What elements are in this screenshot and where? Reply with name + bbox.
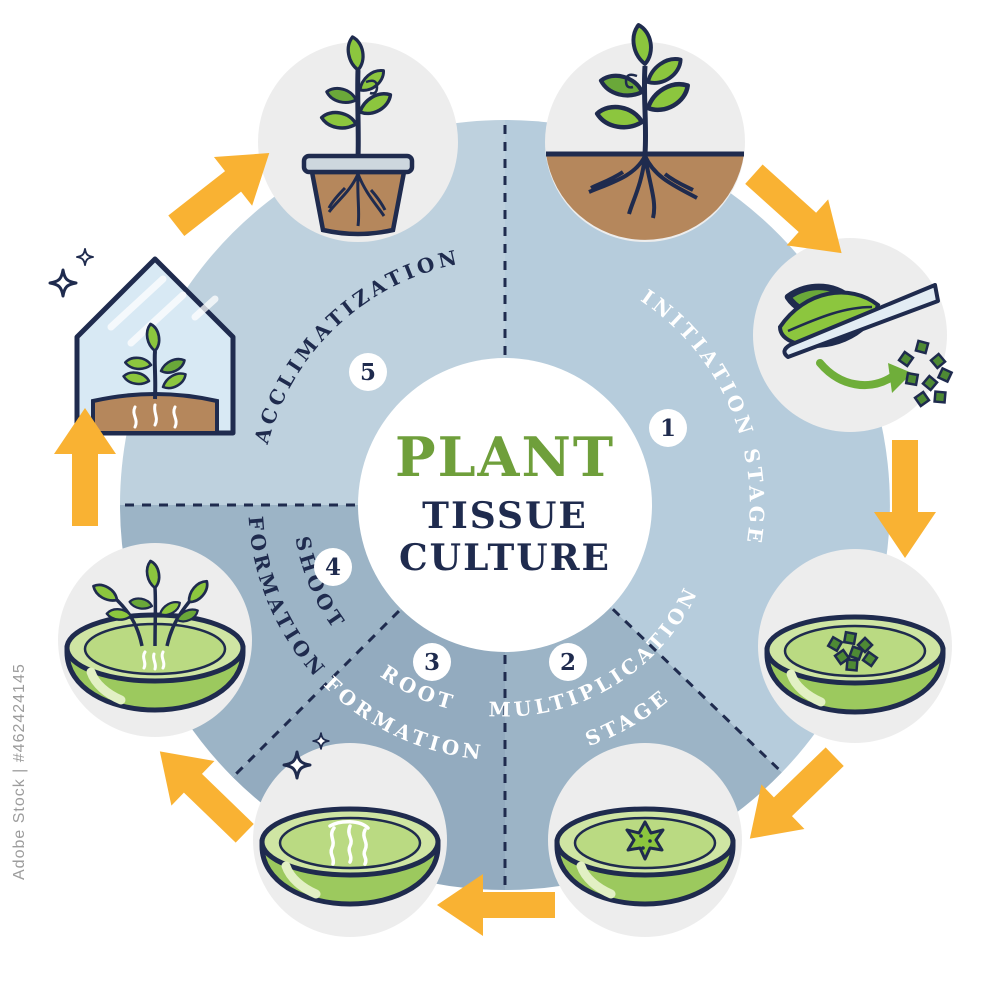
plant-stem xyxy=(641,65,649,155)
icon-callus-petri-dish xyxy=(548,743,742,937)
badge-2-number: 2 xyxy=(560,649,576,676)
plant-tendril xyxy=(365,79,379,95)
badge-5-number: 5 xyxy=(360,359,376,386)
badge-3-number: 3 xyxy=(424,649,440,676)
plant-stem xyxy=(355,69,361,159)
explant-pieces xyxy=(826,630,879,672)
roots-on-media xyxy=(142,650,166,671)
stock-watermark: Adobe Stock | #462424145 xyxy=(11,663,28,880)
stage-number-badges: 1 2 3 4 5 xyxy=(314,353,687,681)
badge-4: 4 xyxy=(314,548,352,586)
icon-greenhouse xyxy=(48,248,236,436)
cut-arrow xyxy=(816,359,896,390)
cut-arrow-head xyxy=(888,363,912,393)
badge-1: 1 xyxy=(649,409,687,447)
glass-reflections xyxy=(107,275,219,347)
roots xyxy=(588,155,698,219)
leaf-vein xyxy=(787,305,873,333)
center-title: PLANT TISSUE CULTURE xyxy=(395,425,615,579)
icon-source-plant xyxy=(545,23,745,242)
plant-stem xyxy=(152,350,158,400)
title-plant: PLANT xyxy=(395,425,615,489)
roots-on-media xyxy=(328,820,370,866)
badge-4-number: 4 xyxy=(325,554,341,581)
pot-roots xyxy=(327,173,387,227)
soil-roots xyxy=(132,403,178,429)
icon-shoots-petri-dish xyxy=(58,543,252,737)
icon-acclimatized-potted-plant xyxy=(258,35,458,242)
sector-dividers xyxy=(122,122,783,888)
icon-rooting-petri-dish xyxy=(253,743,447,937)
badge-3: 3 xyxy=(413,643,451,681)
title-culture: CULTURE xyxy=(399,537,611,579)
explant-pieces xyxy=(897,339,954,408)
callus xyxy=(625,820,665,861)
icon-explant-cutting xyxy=(753,238,954,432)
soil xyxy=(546,154,744,240)
pot-rim xyxy=(301,153,415,175)
icon-initiation-petri-dish xyxy=(758,549,952,743)
plant-tendril xyxy=(624,73,638,89)
title-tissue: TISSUE xyxy=(422,495,588,537)
badge-1-number: 1 xyxy=(660,415,676,442)
sparkle-icon xyxy=(48,268,78,298)
badge-5: 5 xyxy=(349,353,387,391)
scalpel-blade xyxy=(782,283,940,359)
sparkle-icon xyxy=(76,248,94,266)
badge-2: 2 xyxy=(549,643,587,681)
callus-dots xyxy=(639,834,652,850)
center-circle xyxy=(358,358,652,652)
